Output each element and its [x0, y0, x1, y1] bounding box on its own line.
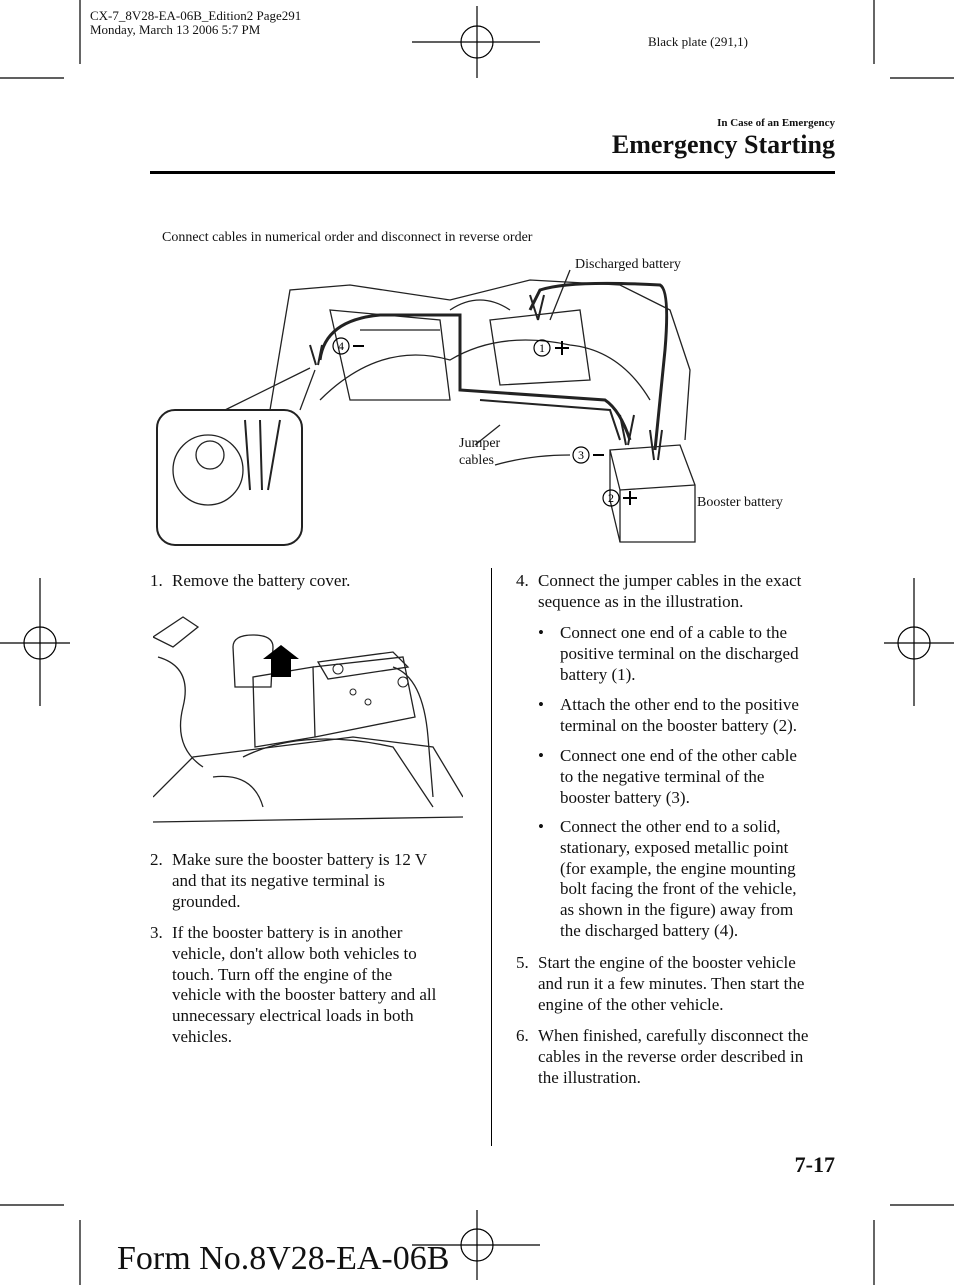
- bullet-3-line: to the negative terminal of the: [560, 766, 765, 786]
- label-booster-battery: Booster battery: [697, 495, 783, 510]
- step-2-line: Make sure the booster battery is 12 V: [172, 850, 428, 869]
- bullet-dot: •: [538, 695, 544, 714]
- step-4-text: Connect the jumper cables in the exact s…: [538, 571, 801, 613]
- step-3-number: 3.: [150, 923, 163, 942]
- page-number: 7-17: [794, 1152, 835, 1177]
- step-3-line: vehicle, don't allow both vehicles to: [172, 943, 417, 963]
- bullet-4-line: stationary, exposed metallic point: [560, 837, 789, 857]
- step-4: 4. Connect the jumper cables in the exac…: [516, 571, 846, 613]
- step-6-text: When finished, carefully disconnect the …: [538, 1026, 808, 1088]
- bullet-item-3: • Connect one end of the other cable to …: [538, 746, 838, 810]
- step-6: 6. When finished, carefully disconnect t…: [516, 1026, 846, 1090]
- plate-label: Black plate (291,1): [648, 34, 748, 49]
- bullet-2-text: Attach the other end to the positive ter…: [560, 695, 799, 737]
- form-number: Form No.8V28-EA-06B: [117, 1240, 450, 1277]
- step-3-line: touch. Turn off the engine of the: [172, 964, 393, 984]
- bullet-2-line: Attach the other end to the positive: [560, 695, 799, 714]
- bullet-dot: •: [538, 817, 544, 836]
- step-6-number: 6.: [516, 1026, 529, 1045]
- step-1: 1. Remove the battery cover.: [150, 571, 470, 592]
- marker-3: 3: [578, 448, 584, 462]
- step-6-line: When finished, carefully disconnect the: [538, 1026, 809, 1045]
- bullet-dot: •: [538, 623, 544, 642]
- bullet-4-text: Connect the other end to a solid, statio…: [560, 817, 797, 942]
- bullet-1-line: Connect one end of a cable to the: [560, 623, 788, 642]
- step-2-line: and that its negative terminal is: [172, 870, 385, 890]
- step-3-line: vehicle with the booster battery and all: [172, 985, 437, 1005]
- step-5-number: 5.: [516, 953, 529, 972]
- step-3-line: vehicles.: [172, 1026, 232, 1046]
- bullet-4-line: as shown in the figure) away from: [560, 900, 794, 920]
- title-rule: [150, 171, 835, 174]
- marker-4: 4: [338, 339, 344, 353]
- step-5-line: engine of the other vehicle.: [538, 994, 724, 1014]
- bullet-3-text: Connect one end of the other cable to th…: [560, 746, 797, 808]
- label-discharged-battery: Discharged battery: [575, 257, 681, 272]
- bullet-4-line: (for example, the engine mounting: [560, 858, 796, 878]
- step-5-line: Start the engine of the booster vehicle: [538, 953, 796, 972]
- step-6-line: the illustration.: [538, 1067, 641, 1087]
- step-6-line: cables in the reverse order described in: [538, 1046, 804, 1066]
- bullet-4-line: bolt facing the front of the vehicle,: [560, 879, 797, 899]
- step-5-line: and run it a few minutes. Then start the: [538, 973, 805, 993]
- step-2-number: 2.: [150, 850, 163, 869]
- step-4-number: 4.: [516, 571, 529, 590]
- label-jumper: Jumper: [459, 436, 501, 451]
- marker-1: 1: [539, 341, 545, 355]
- bullet-1-text: Connect one end of a cable to the positi…: [560, 623, 799, 685]
- step-5-text: Start the engine of the booster vehicle …: [538, 953, 804, 1015]
- column-divider: [491, 568, 492, 1146]
- step-5: 5. Start the engine of the booster vehic…: [516, 953, 846, 1017]
- marker-2: 2: [608, 491, 614, 505]
- bullet-item-2: • Attach the other end to the positive t…: [538, 695, 838, 737]
- step-3-text: If the booster battery is in another veh…: [172, 923, 436, 1048]
- bullet-4-line: Connect the other end to a solid,: [560, 817, 781, 836]
- file-info-line: CX-7_8V28-EA-06B_Edition2 Page291: [90, 8, 302, 23]
- step-4-line: sequence as in the illustration.: [538, 591, 744, 611]
- step-3-line: If the booster battery is in another: [172, 923, 403, 942]
- bullet-4-line: the discharged battery (4).: [560, 920, 739, 940]
- figure-caption: Connect cables in numerical order and di…: [162, 230, 533, 245]
- label-cables: cables: [459, 453, 494, 468]
- step-2: 2. Make sure the booster battery is 12 V…: [150, 850, 470, 914]
- step-3-line: unnecessary electrical loads in both: [172, 1006, 414, 1026]
- step-4-line: Connect the jumper cables in the exact: [538, 571, 802, 590]
- bullet-3-line: Connect one end of the other cable: [560, 746, 797, 765]
- bullet-2-line: terminal on the booster battery (2).: [560, 715, 797, 735]
- step-1-text: Remove the battery cover.: [172, 571, 351, 590]
- bullet-dot: •: [538, 746, 544, 765]
- bullet-item-1: • Connect one end of a cable to the posi…: [538, 623, 838, 687]
- section-label: In Case of an Emergency: [717, 117, 835, 129]
- bullet-3-line: booster battery (3).: [560, 787, 690, 807]
- step-3: 3. If the booster battery is in another …: [150, 923, 480, 1049]
- bullet-item-4: • Connect the other end to a solid, stat…: [538, 817, 838, 943]
- step-2-text: Make sure the booster battery is 12 V an…: [172, 850, 427, 912]
- bullet-1-line: battery (1).: [560, 664, 636, 684]
- step-2-line: grounded.: [172, 891, 241, 911]
- step-1-number: 1.: [150, 571, 163, 590]
- page-title: Emergency Starting: [611, 130, 835, 159]
- bullet-1-line: positive terminal on the discharged: [560, 643, 799, 663]
- file-date-line: Monday, March 13 2006 5:7 PM: [90, 22, 261, 37]
- battery-cover-illustration: [153, 616, 463, 823]
- jump-start-illustration: 1 2 3 4: [156, 269, 696, 546]
